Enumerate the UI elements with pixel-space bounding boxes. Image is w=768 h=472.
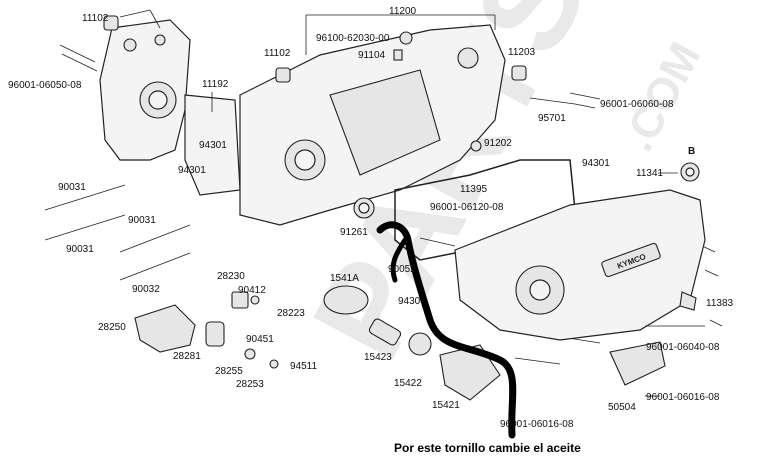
watermark-domain: .COM [613, 35, 710, 159]
callout-91261: 91261 [340, 227, 368, 238]
callout-11200: 11200 [389, 6, 417, 17]
callout-95701: 95701 [538, 113, 566, 124]
callout-90031-c: 90031 [66, 244, 94, 255]
seal-91202 [470, 140, 482, 152]
callout-50504: 50504 [608, 402, 636, 413]
seal-91261 [353, 197, 375, 219]
seal-b [680, 162, 700, 182]
callout-11383: 11383 [706, 298, 734, 309]
callout-94511: 94511 [290, 361, 318, 372]
ring-96100 [399, 31, 413, 45]
callout-90032: 90032 [132, 284, 160, 295]
pin-91104 [393, 49, 403, 61]
callout-11203: 11203 [508, 47, 536, 58]
callout-94301-c: 94301 [582, 158, 610, 169]
callout-15423: 15423 [364, 352, 392, 363]
callout-96100-62030-00: 96100-62030-00 [316, 33, 390, 44]
callout-28250: 28250 [98, 322, 126, 333]
callout-94301-a: 94301 [199, 140, 227, 151]
leader-lines [119, 9, 705, 397]
bushing-11102-mid [275, 67, 291, 83]
callout-90052: 90052 [388, 264, 416, 275]
callout-11395: 11395 [460, 184, 488, 195]
callout-28223: 28223 [277, 308, 305, 319]
callout-11192: 11192 [202, 79, 229, 90]
callout-15421: 15421 [432, 400, 460, 411]
callout-28230: 28230 [217, 271, 245, 282]
callout-labels: 11102 11200 96100-62030-00 91104 11102 1… [8, 6, 734, 430]
callout-96001-06060-08: 96001-06060-08 [600, 99, 674, 110]
callout-96001-06016-08-right: 96001-06016-08 [646, 392, 720, 403]
callout-1541A: 1541A [330, 273, 359, 284]
oil-path-highlight [376, 221, 517, 439]
callout-b: B [688, 146, 695, 157]
callout-96001-06016-08-bottom: 96001-06016-08 [500, 419, 574, 430]
callout-90451: 90451 [246, 334, 274, 345]
callout-91104: 91104 [358, 50, 386, 61]
kickstarter-parts [134, 285, 697, 401]
callout-90412: 90412 [238, 285, 266, 296]
callout-15422: 15422 [394, 378, 422, 389]
callout-94301-b: 94301 [178, 165, 206, 176]
oil-change-caption: Por este tornillo cambie el aceite [394, 441, 581, 455]
callout-28255: 28255 [215, 366, 243, 377]
callout-96001-06120-08: 96001-06120-08 [430, 202, 504, 213]
callout-96001-06050-08: 96001-06050-08 [8, 80, 82, 91]
bushing-11203 [511, 65, 527, 81]
callout-11341: 11341 [636, 168, 664, 179]
gasket-11192 [184, 94, 241, 196]
callout-28253: 28253 [236, 379, 264, 390]
callout-11102-top: 11102 [82, 13, 109, 24]
main-crankcase-11200 [239, 24, 506, 226]
bushing-11102-top [103, 15, 119, 31]
callout-9430: 9430 [398, 296, 421, 307]
callout-90031-b: 90031 [128, 215, 156, 226]
left-crankcase-half [99, 19, 191, 161]
callout-28281: 28281 [173, 351, 201, 362]
callout-90031-a: 90031 [58, 182, 86, 193]
callout-96001-06040-08: 96001-06040-08 [646, 342, 720, 353]
callout-91202: 91202 [484, 138, 512, 149]
callout-11102-mid: 11102 [264, 48, 291, 59]
cover-11341: KYMCO [454, 189, 706, 341]
